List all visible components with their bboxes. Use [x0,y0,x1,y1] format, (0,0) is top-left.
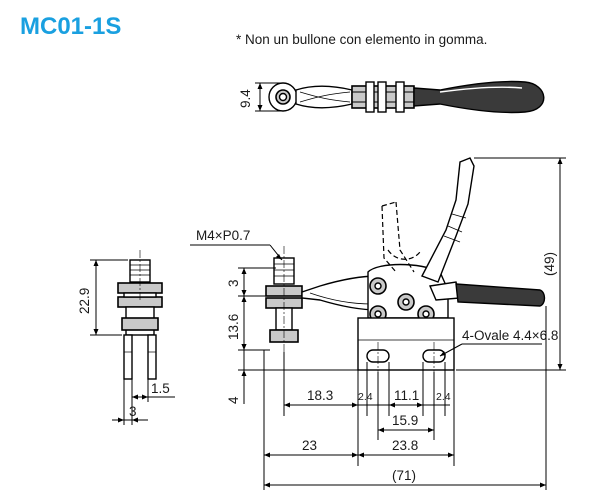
dim-h-2-4-left: 2.4 [358,391,373,403]
dim-h-23: 23 [302,438,317,453]
dim-side-a: 1.5 [151,381,170,396]
top-view-bolt-hole [278,92,288,102]
dim-thread: M4×P0.7 [196,228,250,243]
top-view-handle [413,80,545,114]
dim-v-4: 4 [226,396,241,404]
product-code: MC01-1S [20,13,121,40]
side-view-washer [121,317,159,331]
front-view-handle-raised [421,157,475,283]
top-view-pin-2 [377,81,387,113]
dim-h-2-4-right: 2.4 [436,391,451,403]
side-view: 22.9 1.5 3 [77,250,175,425]
dim-side-b: 3 [129,404,137,419]
dim-top-width: 9.4 [238,89,253,108]
front-view-phantom-right [395,201,415,273]
dim-side-height: 22.9 [77,288,92,314]
front-view-handle [455,283,546,307]
dim-overall-length: (71) [392,468,416,483]
dim-slot: 4-Ovale 4.4×6.8 [462,328,558,343]
side-view-leg-left [123,334,133,380]
footnote: * Non un bullone con elemento in gomma. [236,32,487,47]
front-view-phantom-left [381,205,397,273]
top-view: 9.4 [238,80,545,114]
dim-overall-height: (49) [542,252,557,276]
top-view-arm [295,85,353,109]
side-view-leg-right [147,334,157,380]
dim-h-15-9: 15.9 [392,413,418,428]
dim-h-11-1: 11.1 [394,388,419,403]
top-view-pin-3 [395,81,405,113]
dim-h-18-3: 18.3 [307,388,333,403]
front-view [265,157,546,372]
top-view-pin-1 [365,81,375,113]
front-view-dimensions: M4×P0.7 3 13.6 4 (49) 4-Ovale 4.4×6.8 [190,157,566,490]
dim-h-23-8: 23.8 [392,438,418,453]
dim-v-3: 3 [226,279,241,287]
dim-v-13-6: 13.6 [226,314,241,340]
